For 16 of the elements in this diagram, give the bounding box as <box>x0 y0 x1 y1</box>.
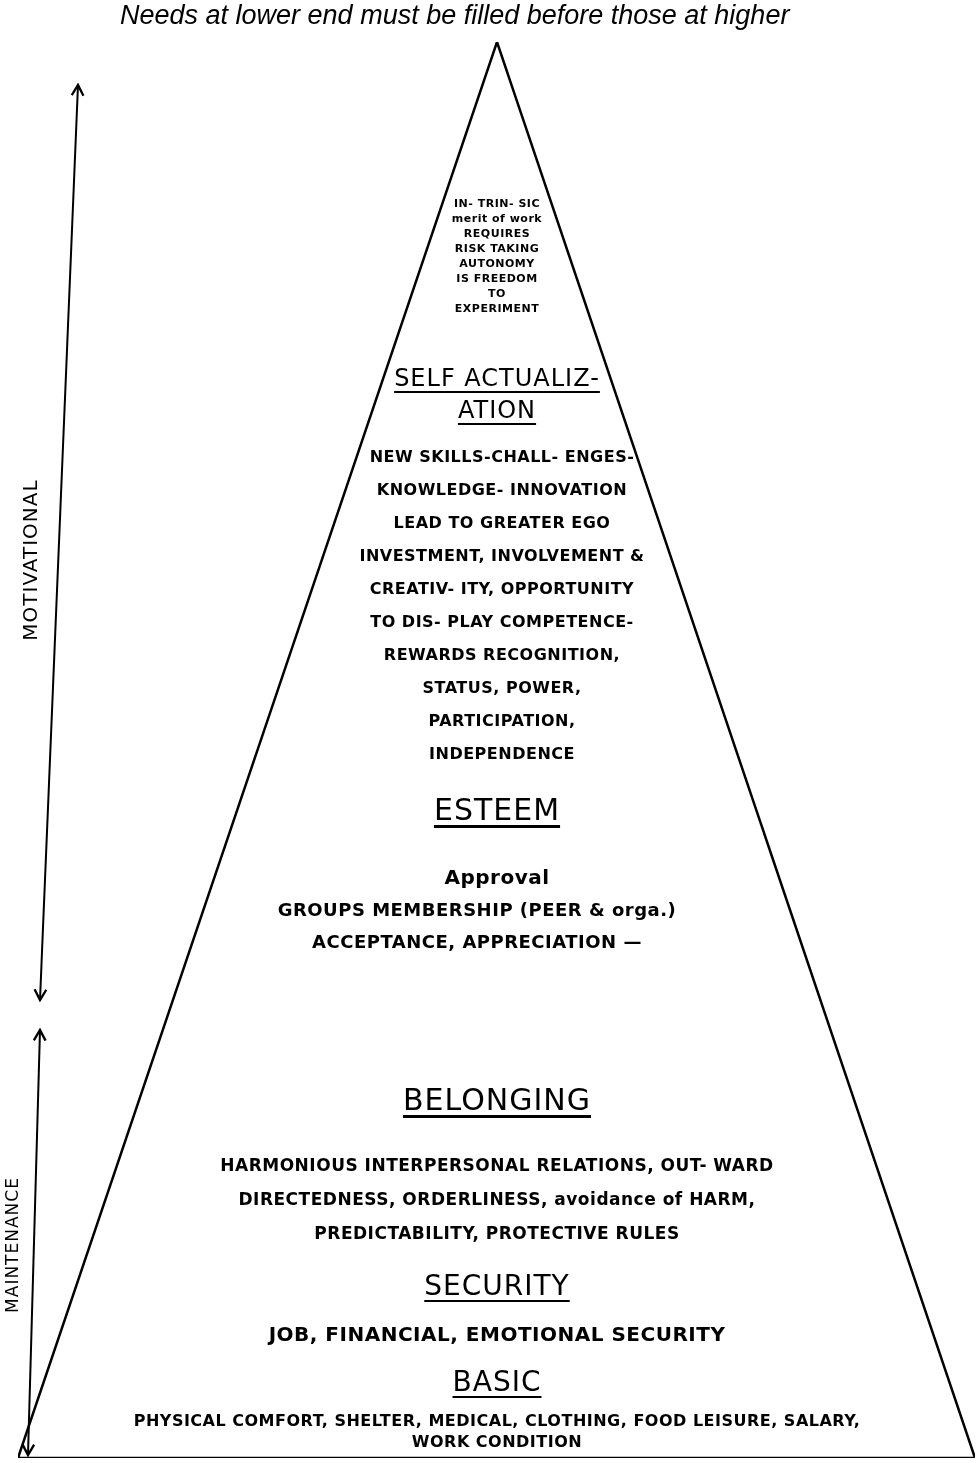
level-heading: ESTEEM <box>432 791 562 829</box>
side-label: MAINTENANCE <box>2 1177 22 1313</box>
level-description: HARMONIOUS INTERPERSONAL RELATIONS, OUT- WARD DIRECTEDNESS, ORDERLINESS, avoidance of HARM, PREDICTABILITY, PROTECTIVE RULES <box>219 1154 775 1245</box>
pyramid-shape <box>18 42 975 1458</box>
level-heading: SECURITY <box>423 1268 571 1304</box>
level-description: Approval <box>443 864 551 891</box>
level-description: NEW SKILLS-CHALL- ENGES-KNOWLEDGE- INNOVATION LEAD TO GREATER EGO INVESTMENT, INVOLVEMENT & CREATIV- ITY, OPPORTUNITY TO DIS- PLAY COMPETENCE-REWARDS RECOGNITION, STATUS, POWER, PARTICIPATION, INDEPENDENCE <box>358 446 646 765</box>
side-label: MOTIVATIONAL <box>18 479 42 641</box>
level-heading: BASIC <box>451 1364 543 1400</box>
level-description: GROUPS MEMBERSHIP (PEER & orga.) ACCEPTANCE, APPRECIATION — <box>276 898 678 954</box>
level-description: PHYSICAL COMFORT, SHELTER, MEDICAL, CLOTHING, FOOD LEISURE, SALARY, WORK CONDITION <box>132 1410 862 1452</box>
title-note: Needs at lower end must be filled before those at higher <box>120 0 790 31</box>
level-heading: SELF ACTUALIZ- ATION <box>393 363 601 426</box>
level-description: JOB, FINANCIAL, EMOTIONAL SECURITY <box>266 1321 727 1348</box>
level-heading: BELONGING <box>402 1081 592 1119</box>
level-description: IN- TRIN- SIC merit of work REQUIRES RISK TAKING AUTONOMY IS FREEDOM TO EXPERIMENT <box>451 196 543 316</box>
